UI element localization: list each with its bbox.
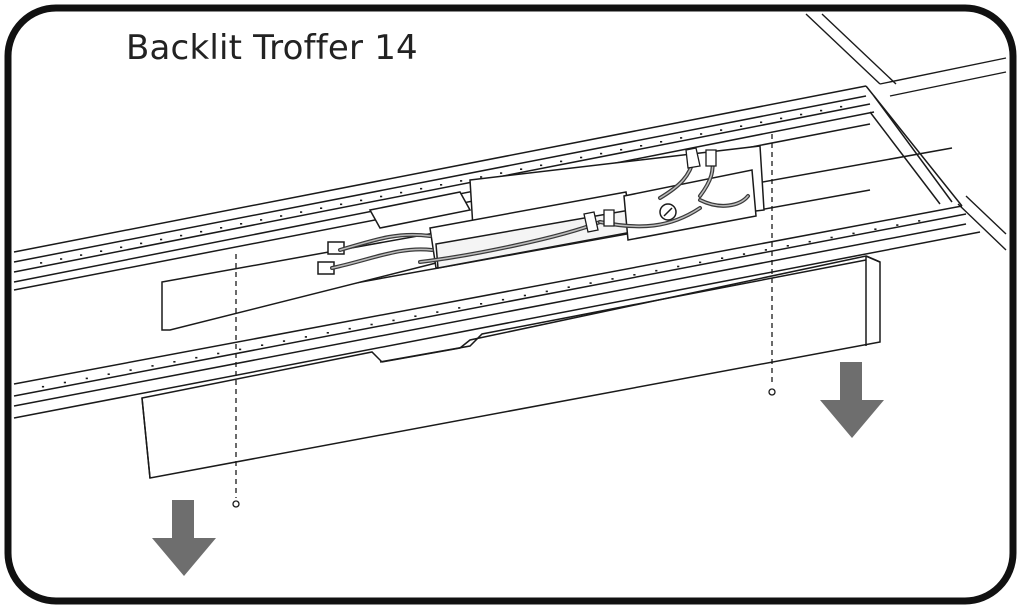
rail-slot: [200, 230, 203, 233]
rail-slot: [120, 246, 123, 249]
rail-slot: [151, 365, 154, 367]
rail-slot: [63, 381, 66, 384]
arrows: [152, 362, 884, 576]
rail-slot: [786, 245, 789, 247]
rail-slot: [523, 294, 526, 297]
rail-slot: [436, 311, 439, 313]
rail-slot: [60, 258, 63, 260]
rail-slot: [107, 373, 110, 375]
rail-slot: [40, 262, 43, 264]
rail-slot: [677, 265, 680, 268]
wiring: [330, 156, 750, 270]
down-arrow-icon: [820, 362, 884, 438]
rail-slot: [800, 113, 803, 116]
wire-nuts: [583, 147, 717, 233]
rail-slot: [660, 141, 663, 143]
rail-slot: [370, 323, 373, 326]
rail-slot: [129, 369, 132, 371]
rail-slot: [480, 303, 483, 305]
down-arrow-icon: [152, 500, 216, 576]
rail-slot: [764, 249, 767, 251]
rail-slot: [480, 176, 483, 178]
rail-slot: [760, 121, 763, 124]
rail-slot: [460, 180, 463, 182]
rail-slot: [500, 172, 503, 174]
rail-slot: [173, 361, 176, 363]
rail-slot: [896, 224, 899, 226]
rail-slot: [280, 215, 283, 217]
rail-slot: [217, 352, 220, 355]
rail-slot: [392, 319, 395, 322]
rail-slot: [680, 137, 683, 139]
rail-slot: [326, 332, 329, 334]
rail-slot: [560, 160, 563, 163]
rail-slot: [85, 377, 88, 380]
rail-slot: [220, 227, 223, 229]
rail-slot: [820, 109, 823, 112]
rail-slot: [180, 234, 183, 237]
rail-slot: [852, 232, 855, 235]
rail-slot: [380, 195, 383, 198]
rail-slot: [320, 207, 323, 209]
rail-slot: [240, 223, 243, 225]
rail-slot: [41, 385, 45, 388]
screws: [232, 388, 776, 508]
rail-slot: [545, 290, 548, 293]
rail-slot: [100, 250, 103, 252]
rail-slot: [520, 168, 523, 170]
safety-lines: [235, 134, 773, 498]
rail-slot: [700, 133, 703, 135]
page-title: Backlit Troffer 14: [126, 28, 418, 68]
rail-slot: [282, 340, 286, 342]
rail-slot: [458, 307, 461, 309]
ceiling-grid: [805, 13, 1007, 251]
rail-slot: [808, 240, 811, 243]
rail-slot: [414, 315, 417, 317]
rail-slot: [600, 152, 603, 155]
rail-slot: [261, 344, 264, 346]
rail-slot: [420, 187, 423, 190]
rail-slot: [580, 156, 583, 159]
rail-slot: [874, 228, 877, 230]
rail-slot: [567, 286, 570, 288]
rail-slot: [742, 253, 746, 255]
rail-slot: [589, 282, 592, 284]
rail-slot: [160, 238, 163, 241]
rail-slot: [440, 184, 443, 186]
rail-slot: [260, 219, 263, 221]
rail-slot: [239, 348, 242, 351]
rail-slot: [633, 274, 636, 276]
rail-slot: [140, 242, 143, 245]
rail-slot: [640, 145, 643, 147]
rail-slot: [620, 148, 623, 151]
rail-slot: [195, 356, 198, 359]
rail-slot: [720, 129, 723, 131]
rail-slot: [830, 236, 833, 239]
rail-slot: [918, 220, 921, 222]
rail-slot: [340, 203, 343, 206]
rail-slot: [400, 191, 403, 194]
rail-slot: [540, 164, 543, 167]
rail-slot: [611, 278, 614, 280]
rail-slot: [840, 105, 843, 108]
rail-slot: [501, 298, 505, 301]
rail-slot: [304, 336, 307, 338]
rail-slot: [780, 117, 783, 120]
rail-slot: [348, 327, 351, 330]
rail-slot: [300, 211, 303, 213]
rail-slot: [721, 257, 724, 259]
rail-slots: [40, 105, 921, 388]
rail-slot: [360, 199, 363, 202]
rail-slot: [655, 269, 658, 272]
rail-slot: [699, 261, 702, 264]
rail-slot: [740, 125, 743, 127]
rail-slot: [80, 254, 83, 256]
